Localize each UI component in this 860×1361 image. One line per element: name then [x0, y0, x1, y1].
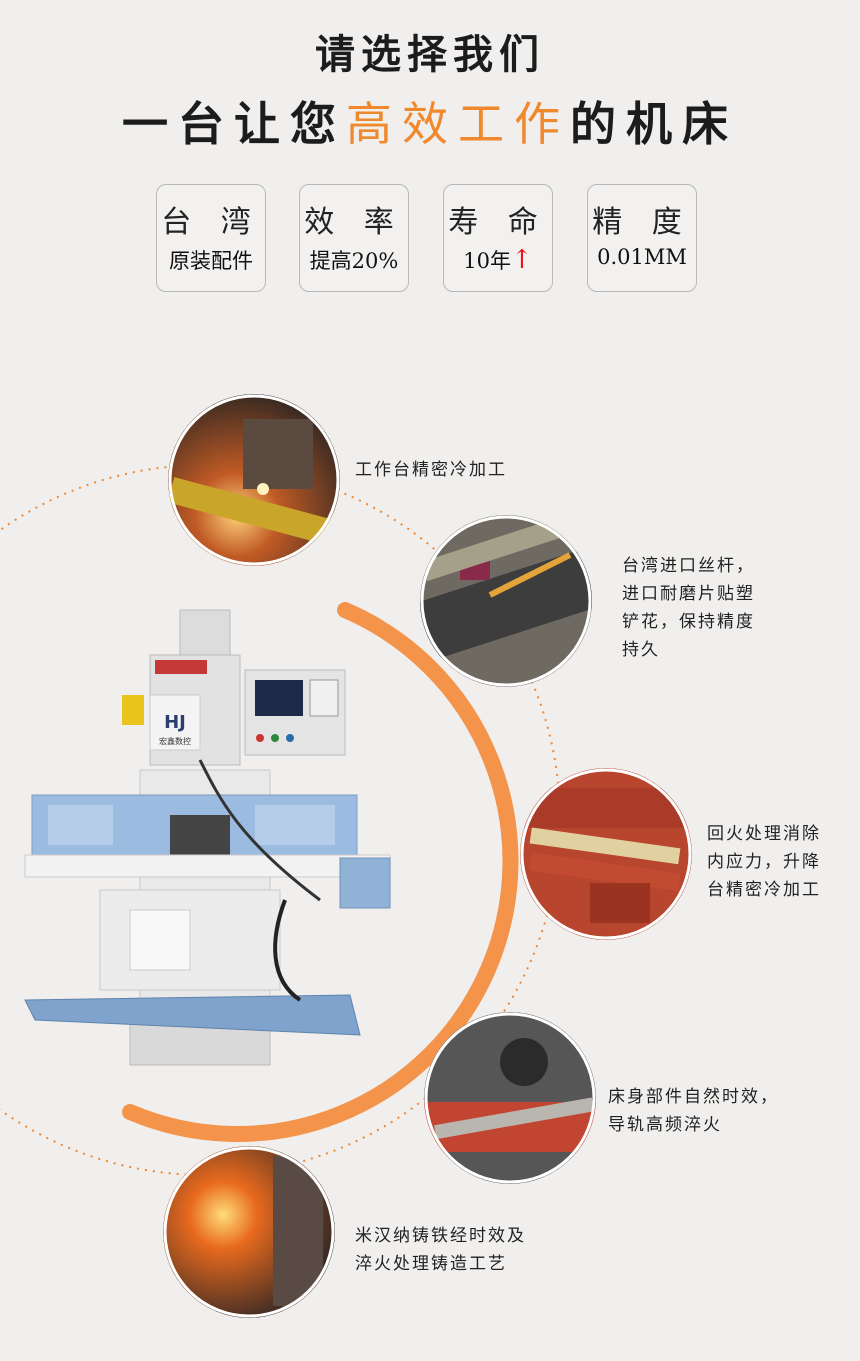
- orange-arc: [122, 602, 519, 1143]
- feature-subtitle: 0.01MM: [597, 245, 687, 269]
- annotation-lead-screw: 台湾进口丝杆， 进口耐磨片贴塑 铲花，保持精度 持久: [622, 552, 755, 664]
- lead-screw-photo: [420, 515, 592, 687]
- annotation-line: 铲花，保持精度: [622, 612, 755, 632]
- annotation-line: 导轨高频淬火: [608, 1115, 722, 1135]
- headline-line1: 请选择我们: [315, 32, 545, 78]
- headline-suffix: 的机床: [570, 97, 738, 151]
- annotation-line: 米汉纳铸铁经时效及: [355, 1226, 526, 1246]
- annotation-workbench: 工作台精密冷加工: [355, 456, 507, 484]
- feature-subtitle: 10年↑: [444, 245, 552, 275]
- headline-highlight: 高效工作: [346, 97, 570, 151]
- machine-bed-photo: [424, 1012, 596, 1184]
- annotation-line: 工作台精密冷加工: [355, 460, 507, 480]
- annotation-tempering: 回火处理消除 内应力，升降 台精密冷加工: [707, 820, 821, 904]
- annotation-line: 内应力，升降: [707, 852, 821, 872]
- milling-machine-illustration: HJ 宏鑫数控: [24, 609, 391, 1066]
- up-arrow-icon: ↑: [510, 245, 533, 275]
- feature-card-taiwan: 台 湾 原装配件: [156, 184, 266, 292]
- headline-prefix: 一台让您: [122, 97, 346, 151]
- feature-title: 效 率: [304, 205, 404, 240]
- workbench-photo: [168, 394, 340, 566]
- annotation-line: 持久: [622, 640, 660, 660]
- machine-logo-text: 宏鑫数控: [159, 736, 191, 746]
- feature-title: 台 湾: [161, 205, 261, 240]
- annotation-line: 进口耐磨片贴塑: [622, 584, 755, 604]
- annotation-line: 淬火处理铸造工艺: [355, 1254, 507, 1274]
- feature-card-efficiency: 效 率 提高20%: [299, 184, 409, 292]
- annotation-casting: 米汉纳铸铁经时效及 淬火处理铸造工艺: [355, 1222, 526, 1278]
- headline-line2: 一台让您高效工作的机床: [0, 88, 860, 154]
- annotation-line: 床身部件自然时效，: [608, 1087, 779, 1107]
- annotation-line: 台精密冷加工: [707, 880, 821, 900]
- annotation-machine-bed: 床身部件自然时效， 导轨高频淬火: [608, 1083, 779, 1139]
- feature-subtitle: 提高20%: [309, 249, 399, 273]
- annotation-line: 回火处理消除: [707, 824, 821, 844]
- feature-card-lifespan: 寿 命 10年↑: [443, 184, 553, 292]
- feature-card-precision: 精 度 0.01MM: [587, 184, 697, 292]
- feature-title: 寿 命: [448, 205, 548, 240]
- feature-subtitle: 原装配件: [169, 249, 253, 273]
- feature-subtitle-text: 10年: [463, 249, 511, 273]
- annotation-line: 台湾进口丝杆，: [622, 556, 755, 576]
- svg-text:HJ: HJ: [164, 712, 186, 733]
- casting-photo: [163, 1146, 335, 1318]
- tempering-photo: [520, 768, 692, 940]
- feature-title: 精 度: [592, 205, 692, 240]
